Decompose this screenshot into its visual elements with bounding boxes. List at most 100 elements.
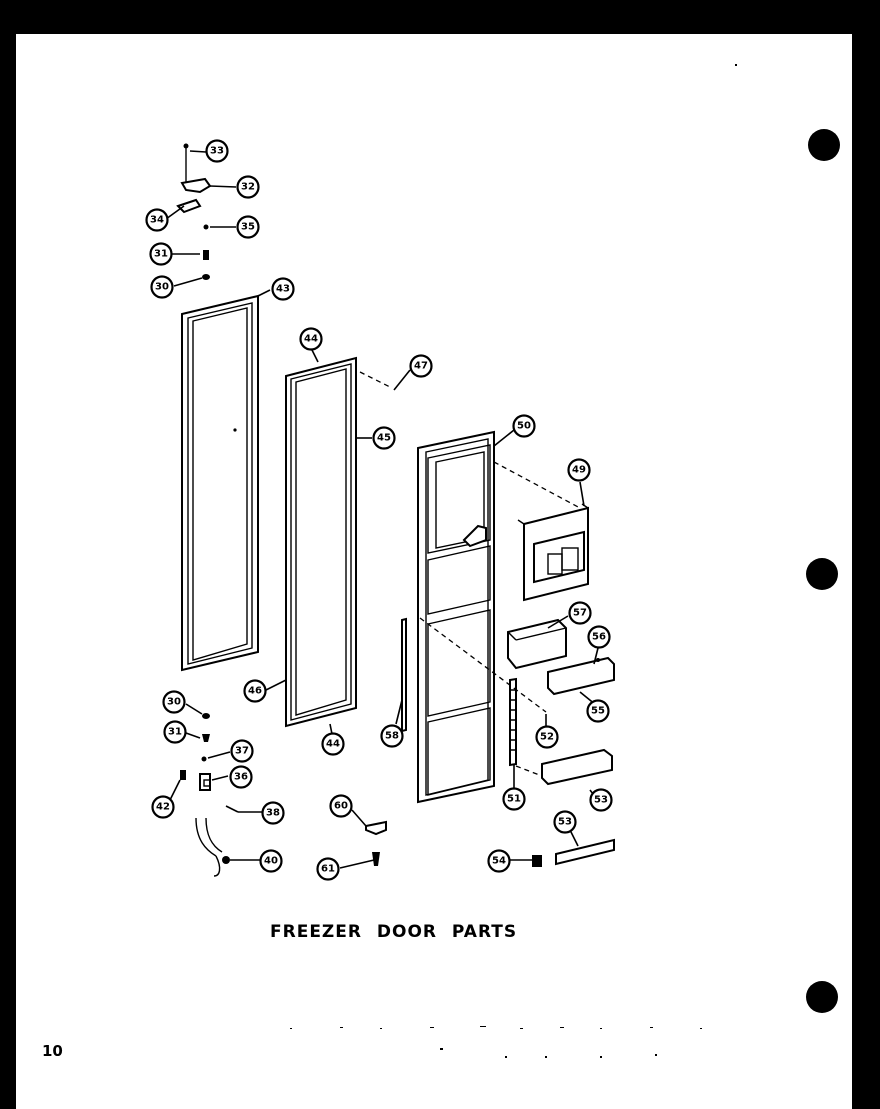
svg-text:47: 47 — [414, 361, 428, 372]
callout: 44 — [299, 327, 323, 351]
handle-bracket — [365, 820, 387, 836]
svg-text:32: 32 — [241, 182, 255, 193]
callout: 49 — [567, 458, 591, 482]
hinge-screw — [183, 143, 189, 158]
callout: 53 — [589, 788, 613, 812]
callout: 33 — [205, 139, 229, 163]
door-outer-panel — [181, 294, 259, 672]
svg-text:58: 58 — [385, 731, 399, 742]
svg-text:42: 42 — [156, 802, 170, 813]
svg-text:49: 49 — [572, 465, 586, 476]
svg-text:56: 56 — [592, 632, 606, 643]
callout: 52 — [535, 725, 559, 749]
svg-text:36: 36 — [234, 772, 248, 783]
svg-text:44: 44 — [326, 739, 340, 750]
bushing — [203, 250, 209, 260]
callout: 35 — [236, 215, 260, 239]
callout: 42 — [151, 795, 175, 819]
callout: 38 — [261, 801, 285, 825]
dispenser-housing — [517, 503, 589, 602]
bushing — [202, 734, 210, 742]
callout: 40 — [259, 849, 283, 873]
svg-text:46: 46 — [248, 686, 262, 697]
callout: 36 — [229, 765, 253, 789]
svg-text:44: 44 — [304, 334, 318, 345]
callout: 58 — [380, 724, 404, 748]
callout: 31 — [149, 242, 173, 266]
shelf-rail-right — [509, 677, 517, 767]
svg-text:55: 55 — [591, 706, 605, 717]
svg-text:51: 51 — [507, 794, 521, 805]
callout: 55 — [586, 699, 610, 723]
svg-text:54: 54 — [492, 856, 506, 867]
svg-text:30: 30 — [155, 282, 169, 293]
washer — [202, 713, 210, 719]
bottom-hinge — [199, 773, 211, 791]
callout: 46 — [243, 679, 267, 703]
callout: 56 — [587, 625, 611, 649]
callout: 57 — [568, 601, 592, 625]
inner-door-panel — [417, 430, 495, 804]
shelf-rail-left — [401, 617, 407, 733]
svg-text:40: 40 — [264, 856, 278, 867]
hinge-pin — [203, 224, 209, 230]
shelf-bar — [547, 656, 615, 696]
svg-text:53: 53 — [558, 817, 572, 828]
callout: 34 — [145, 208, 169, 232]
hinge-cover — [180, 770, 186, 780]
svg-text:45: 45 — [377, 433, 391, 444]
lower-shelf — [541, 748, 613, 786]
retainer-strip — [555, 838, 615, 866]
handle-screw — [372, 852, 380, 866]
binder-hole — [808, 129, 840, 161]
callout: 60 — [329, 794, 353, 818]
svg-text:30: 30 — [167, 697, 181, 708]
callout: 47 — [409, 354, 433, 378]
svg-text:43: 43 — [276, 284, 290, 295]
callout: 61 — [316, 857, 340, 881]
callout: 31 — [163, 720, 187, 744]
svg-text:50: 50 — [517, 421, 531, 432]
svg-text:34: 34 — [150, 215, 164, 226]
callout: 43 — [271, 277, 295, 301]
svg-text:53: 53 — [594, 795, 608, 806]
leader-lines — [165, 150, 599, 869]
callout: 44 — [321, 732, 345, 756]
cam — [201, 756, 207, 762]
assembly-line — [359, 371, 393, 389]
clip — [532, 855, 542, 867]
svg-text:31: 31 — [154, 249, 168, 260]
callout: 53 — [553, 810, 577, 834]
callout: 37 — [230, 739, 254, 763]
assembly-line — [515, 765, 543, 777]
top-hinge — [176, 158, 212, 214]
callout: 32 — [236, 175, 260, 199]
diagram-title: FREEZER DOOR PARTS — [270, 922, 518, 942]
svg-text:60: 60 — [334, 801, 348, 812]
callout: 30 — [162, 690, 186, 714]
assembly-line — [493, 461, 581, 509]
callout: 45 — [372, 426, 396, 450]
svg-text:35: 35 — [241, 222, 255, 233]
svg-text:61: 61 — [321, 864, 335, 875]
svg-text:33: 33 — [210, 146, 224, 157]
page-number: 10 — [42, 1042, 63, 1060]
callout: 54 — [487, 849, 511, 873]
wire-harness — [195, 817, 230, 877]
washer — [202, 274, 210, 280]
svg-text:52: 52 — [540, 732, 554, 743]
callout: 50 — [512, 414, 536, 438]
scan-noise — [290, 64, 737, 1058]
svg-text:31: 31 — [168, 727, 182, 738]
door-liner — [285, 356, 357, 728]
binder-hole — [806, 981, 838, 1013]
callout: 30 — [150, 275, 174, 299]
binder-hole — [806, 558, 838, 590]
callout: 51 — [502, 787, 526, 811]
door-bin — [507, 618, 567, 670]
svg-text:37: 37 — [235, 746, 249, 757]
svg-text:57: 57 — [573, 608, 587, 619]
screw — [225, 805, 239, 813]
svg-text:38: 38 — [266, 808, 280, 819]
